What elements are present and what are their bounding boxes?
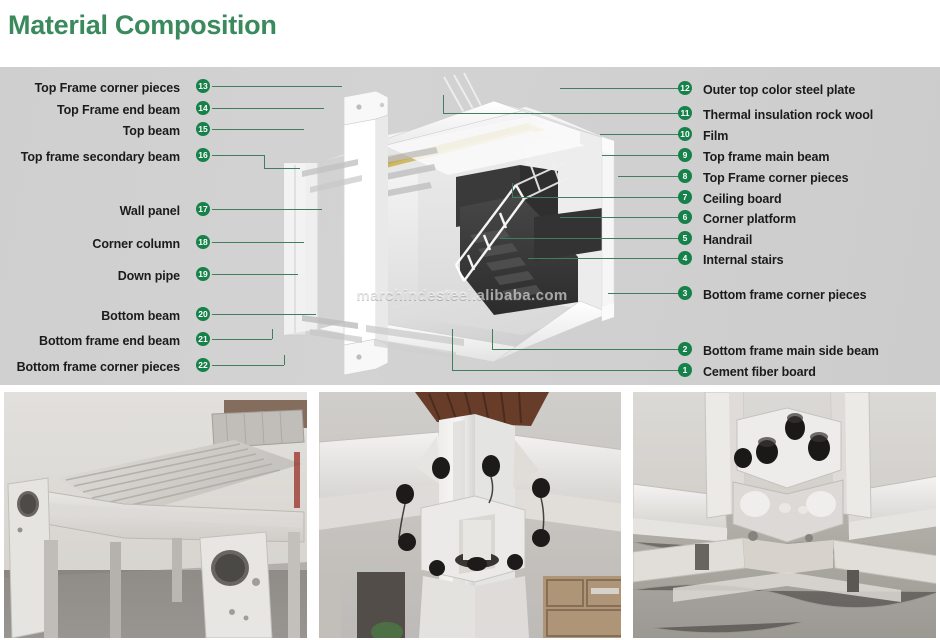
photo-frame-assembly-floor-panel: [4, 392, 307, 638]
leader-line-11-v: [443, 95, 444, 113]
label-badge-13: 13: [196, 79, 210, 93]
label-text-1: Cement fiber board: [703, 365, 816, 379]
leader-line-17: [212, 209, 322, 210]
label-badge-7: 7: [678, 190, 692, 204]
label-text-18: Corner column: [92, 237, 180, 251]
leader-line-7: [512, 197, 680, 198]
leader-line-18: [212, 242, 304, 243]
label-text-22: Bottom frame corner pieces: [16, 360, 181, 374]
leader-line-4: [528, 258, 680, 259]
page-title: Material Composition: [8, 10, 277, 40]
leader-line-1-v: [452, 329, 453, 370]
label-text-5: Handrail: [703, 233, 753, 247]
photo-3-svg: [633, 392, 937, 638]
label-badge-3: 3: [678, 286, 692, 300]
label-text-4: Internal stairs: [703, 253, 784, 267]
label-text-10: Film: [703, 129, 729, 143]
leader-line-2: [492, 349, 680, 350]
leader-line-10: [600, 134, 680, 135]
label-text-14: Top Frame end beam: [57, 103, 180, 117]
label-text-15: Top beam: [122, 124, 180, 138]
label-badge-5: 5: [678, 231, 692, 245]
leader-line-16: [212, 155, 264, 156]
label-text-20: Bottom beam: [101, 309, 180, 323]
container-cutaway-illustration: [258, 67, 688, 385]
leader-line-7-v: [512, 183, 513, 197]
label-text-12: Outer top color steel plate: [703, 83, 856, 97]
leader-line-16-b: [264, 168, 300, 169]
leader-line-19: [212, 274, 298, 275]
label-badge-14: 14: [196, 101, 210, 115]
leader-line-22: [212, 365, 284, 366]
leader-line-8: [618, 176, 680, 177]
leader-line-2-v: [492, 329, 493, 349]
leader-line-12: [560, 88, 680, 89]
label-badge-18: 18: [196, 235, 210, 249]
leader-line-21: [212, 339, 272, 340]
diagram-panel: marchindesteel.alibaba.com Top Frame cor…: [0, 67, 940, 385]
leader-line-20: [212, 314, 316, 315]
label-text-11: Thermal insulation rock wool: [703, 108, 874, 122]
container-3d-svg: [283, 72, 615, 376]
label-badge-21: 21: [196, 332, 210, 346]
label-text-9: Top frame main beam: [703, 150, 830, 164]
label-badge-19: 19: [196, 267, 210, 281]
leader-line-13: [212, 86, 342, 87]
label-text-6: Corner platform: [703, 212, 796, 226]
photo-strip: [0, 392, 940, 640]
label-badge-22: 22: [196, 358, 210, 372]
leader-line-3: [608, 293, 680, 294]
label-badge-17: 17: [196, 202, 210, 216]
label-badge-15: 15: [196, 122, 210, 136]
label-badge-2: 2: [678, 342, 692, 356]
label-badge-16: 16: [196, 148, 210, 162]
label-badge-20: 20: [196, 307, 210, 321]
label-badge-8: 8: [678, 169, 692, 183]
label-text-13: Top Frame corner pieces: [34, 81, 181, 95]
leader-line-21-v: [272, 329, 273, 339]
label-text-3: Bottom frame corner pieces: [703, 288, 867, 302]
photo-bottom-frame-corner-bolts: [633, 392, 937, 638]
leader-line-6: [560, 217, 680, 218]
leader-line-16-v: [264, 155, 265, 168]
label-text-2: Bottom frame main side beam: [703, 344, 879, 358]
leader-line-22-v: [284, 355, 285, 365]
leader-line-1: [452, 370, 680, 371]
label-badge-10: 10: [678, 127, 692, 141]
label-badge-11: 11: [678, 106, 692, 120]
label-text-21: Bottom frame end beam: [39, 334, 180, 348]
label-badge-9: 9: [678, 148, 692, 162]
leader-line-5: [500, 238, 680, 239]
photo-1-svg: [4, 392, 307, 638]
label-text-16: Top frame secondary beam: [20, 150, 180, 164]
label-badge-6: 6: [678, 210, 692, 224]
leader-line-15: [212, 129, 304, 130]
label-text-19: Down pipe: [117, 269, 180, 283]
label-badge-4: 4: [678, 251, 692, 265]
leader-line-9: [602, 155, 680, 156]
leader-line-11: [443, 113, 680, 114]
label-text-8: Top Frame corner pieces: [703, 171, 849, 185]
label-text-17: Wall panel: [119, 204, 180, 218]
label-badge-1: 1: [678, 363, 692, 377]
label-badge-12: 12: [678, 81, 692, 95]
leader-line-14: [212, 108, 324, 109]
photo-corner-column-bolted-joint: [318, 392, 622, 638]
label-text-7: Ceiling board: [703, 192, 782, 206]
photo-2-svg: [318, 392, 622, 638]
